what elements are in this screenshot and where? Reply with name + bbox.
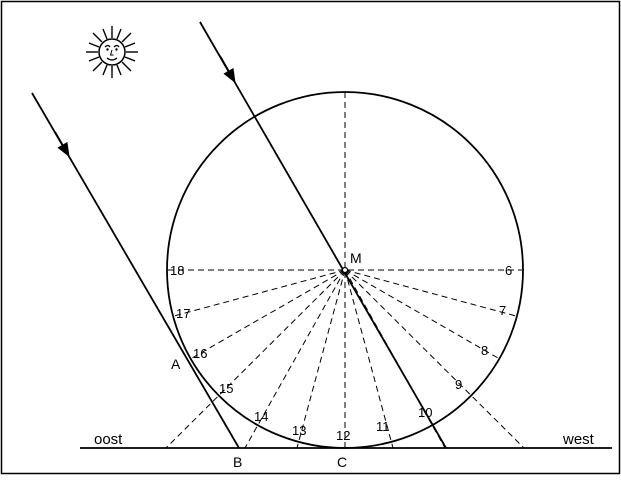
point-label-C: C xyxy=(337,454,347,470)
hour-line-7 xyxy=(344,269,517,317)
hour-label-14: 14 xyxy=(254,409,268,424)
sun-ray-right xyxy=(199,21,447,449)
arrow-icon-left xyxy=(54,131,70,158)
direction-label-east: oost xyxy=(94,431,123,448)
arrow-icon-right xyxy=(219,55,236,84)
hour-label-10: 10 xyxy=(418,405,432,420)
hour-label-12: 12 xyxy=(336,428,350,443)
point-label-A: A xyxy=(171,356,181,372)
hour-label-15: 15 xyxy=(219,381,233,396)
hour-line-14 xyxy=(244,269,346,449)
hour-line-16 xyxy=(191,269,346,359)
point-label-B: B xyxy=(233,454,242,470)
hour-label-7: 7 xyxy=(499,303,506,318)
direction-label-west: west xyxy=(562,431,595,448)
hour-label-13: 13 xyxy=(292,423,306,438)
sun-face-icon xyxy=(86,26,138,78)
hour-label-6: 6 xyxy=(505,263,512,278)
hour-line-11 xyxy=(344,269,394,449)
hour-label-11: 11 xyxy=(376,419,390,434)
hour-label-8: 8 xyxy=(481,343,488,358)
hour-line-13 xyxy=(296,269,346,449)
hour-label-9: 9 xyxy=(455,377,462,392)
hour-line-9 xyxy=(344,269,525,449)
hour-label-17: 17 xyxy=(176,306,190,321)
center-label-M: M xyxy=(350,250,362,266)
hour-label-16: 16 xyxy=(193,346,207,361)
hour-line-15 xyxy=(165,269,346,449)
hour-line-17 xyxy=(173,269,346,317)
center-point xyxy=(341,266,349,274)
hour-label-18: 18 xyxy=(170,263,184,278)
